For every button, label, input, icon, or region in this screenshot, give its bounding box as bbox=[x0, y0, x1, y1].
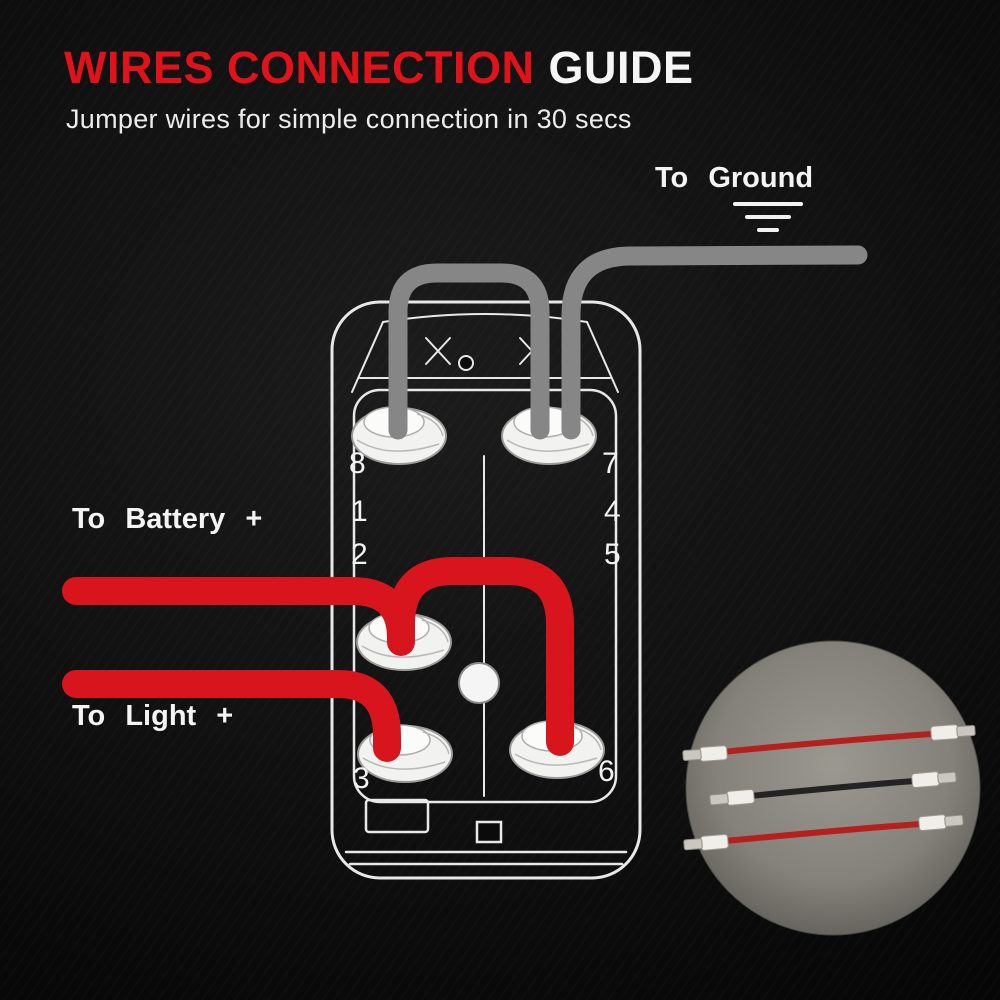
page-title: WIRES CONNECTION GUIDE bbox=[64, 42, 694, 94]
center-screw bbox=[458, 662, 500, 704]
jumper-cable-red-bottom bbox=[682, 812, 965, 853]
red-light-wire bbox=[62, 670, 401, 762]
terminal-number-5: 5 bbox=[604, 538, 621, 571]
ground-label: To Ground bbox=[655, 162, 814, 194]
title-highlight: WIRES CONNECTION bbox=[64, 42, 535, 93]
gray-ground-wire bbox=[561, 245, 868, 440]
terminal-number-7: 7 bbox=[602, 447, 619, 480]
title-rest: GUIDE bbox=[548, 42, 694, 93]
gray-jumper-wire bbox=[388, 263, 550, 440]
red-battery-wire bbox=[62, 577, 415, 652]
jumper-cable-red-top bbox=[682, 722, 976, 764]
terminal-number-2: 2 bbox=[351, 538, 368, 571]
terminal-number-8: 8 bbox=[349, 447, 366, 480]
terminal-3 bbox=[357, 724, 453, 783]
ground-icon bbox=[733, 202, 803, 232]
terminal-number-6: 6 bbox=[598, 755, 615, 788]
terminal-number-1: 1 bbox=[351, 495, 368, 528]
battery-label: To Battery + bbox=[72, 503, 263, 535]
jumper-cable-black-middle bbox=[708, 769, 958, 808]
red-jumper-wire bbox=[387, 557, 574, 756]
light-label: To Light + bbox=[72, 700, 234, 732]
terminal-number-4: 4 bbox=[604, 495, 621, 528]
jumper-wires-photo bbox=[682, 640, 981, 936]
page-subtitle: Jumper wires for simple connection in 30… bbox=[66, 104, 632, 134]
terminal-number-3: 3 bbox=[353, 762, 370, 795]
